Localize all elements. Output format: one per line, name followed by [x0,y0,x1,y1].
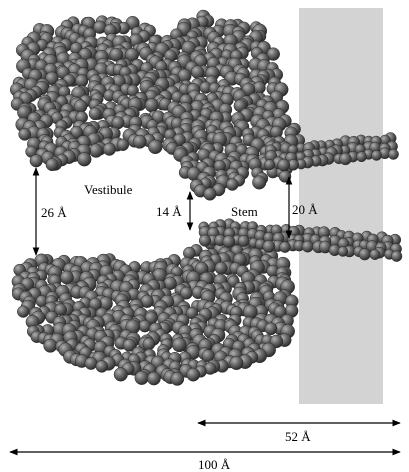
atom-sphere [17,305,30,318]
membrane-band [299,8,383,404]
atom-sphere [95,360,109,373]
atom-sphere [371,150,382,161]
constriction-label: 14 Å [156,204,182,219]
atom-sphere [266,47,280,61]
upper-protein-domain [9,9,306,201]
atom-sphere [339,152,352,166]
atom-sphere [262,240,276,253]
lower-protein-domain [11,236,299,386]
atom-sphere [88,143,104,158]
atom-sphere [264,159,276,171]
atom-sphere [179,286,193,300]
atom-sphere [369,249,381,260]
atom-sphere [229,355,244,371]
vestibule-label: Vestibule [84,182,133,197]
atom-sphere [252,175,267,190]
atom-sphere [77,152,92,167]
atom-sphere [113,367,128,382]
atom-sphere [116,138,130,151]
atom-sphere [301,240,314,253]
atom-sphere [214,261,228,275]
atom-sphere [147,371,161,386]
atom-sphere [75,74,89,88]
upper-stem-strand [264,132,399,172]
stem-label: Stem [231,204,258,219]
atom-sphere [390,250,403,262]
atom-sphere [45,158,59,172]
atom-sphere [198,234,212,247]
atom-sphere [134,370,149,385]
atom-sphere [132,134,147,149]
vestibule-height-label: 26 Å [41,205,67,220]
atom-sphere [186,367,201,382]
atom-sphere [387,148,399,160]
atom-sphere [102,142,116,156]
atom-sphere [203,187,217,201]
atom-sphere [144,98,159,113]
atom-sphere [88,107,102,121]
atom-sphere [109,47,124,62]
atom-sphere [337,246,349,257]
atom-sphere [18,127,32,141]
stem-length-label: 52 Å [285,429,311,444]
atom-sphere [356,151,367,163]
atom-sphere [43,338,58,353]
lower-stem-strand [198,218,403,262]
atom-sphere [84,356,98,370]
atom-sphere [125,47,139,62]
atom-sphere [222,235,236,248]
atom-sphere [264,322,278,336]
atom-sphere [226,178,239,191]
atom-sphere [190,65,205,79]
atom-sphere [122,338,136,352]
atom-sphere [148,139,163,155]
atom-sphere [277,158,291,172]
atom-sphere [358,248,371,261]
total-length-label: 100 Å [198,457,231,472]
atom-sphere [171,337,187,353]
atom-sphere [279,241,291,253]
atom-sphere [170,372,185,386]
stem-diameter-label: 20 Å [292,202,318,217]
atom-sphere [54,303,67,316]
atom-sphere [237,234,250,247]
atom-sphere [29,154,43,168]
atom-sphere [142,337,156,351]
